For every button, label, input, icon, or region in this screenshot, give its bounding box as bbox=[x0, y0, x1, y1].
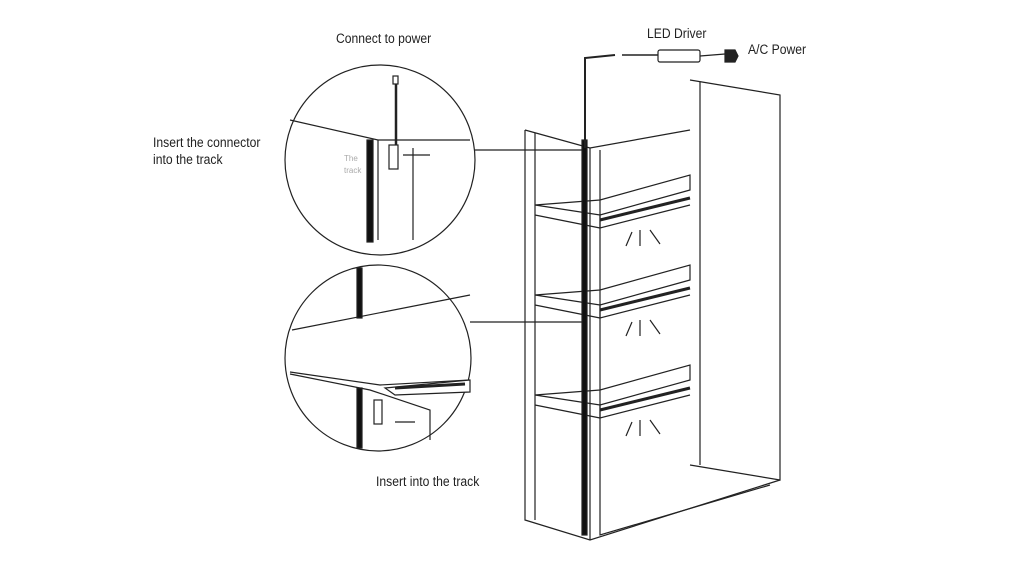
label-insert-connector-1: Insert the connector bbox=[153, 135, 261, 150]
track bbox=[581, 139, 588, 536]
label-ac-power: A/C Power bbox=[748, 42, 807, 57]
label-insert-connector-2: into the track bbox=[153, 152, 223, 167]
detail-circle-bottom bbox=[284, 264, 472, 452]
led-driver-assembly bbox=[584, 49, 739, 148]
cabinet bbox=[524, 79, 781, 541]
detail-circle-top bbox=[284, 64, 476, 256]
label-led-driver: LED Driver bbox=[647, 26, 707, 41]
label-insert-track: Insert into the track bbox=[376, 474, 480, 489]
label-the-track-2: track bbox=[344, 166, 362, 175]
label-the-track-1: The bbox=[344, 154, 358, 163]
label-connect-power: Connect to power bbox=[336, 31, 432, 46]
